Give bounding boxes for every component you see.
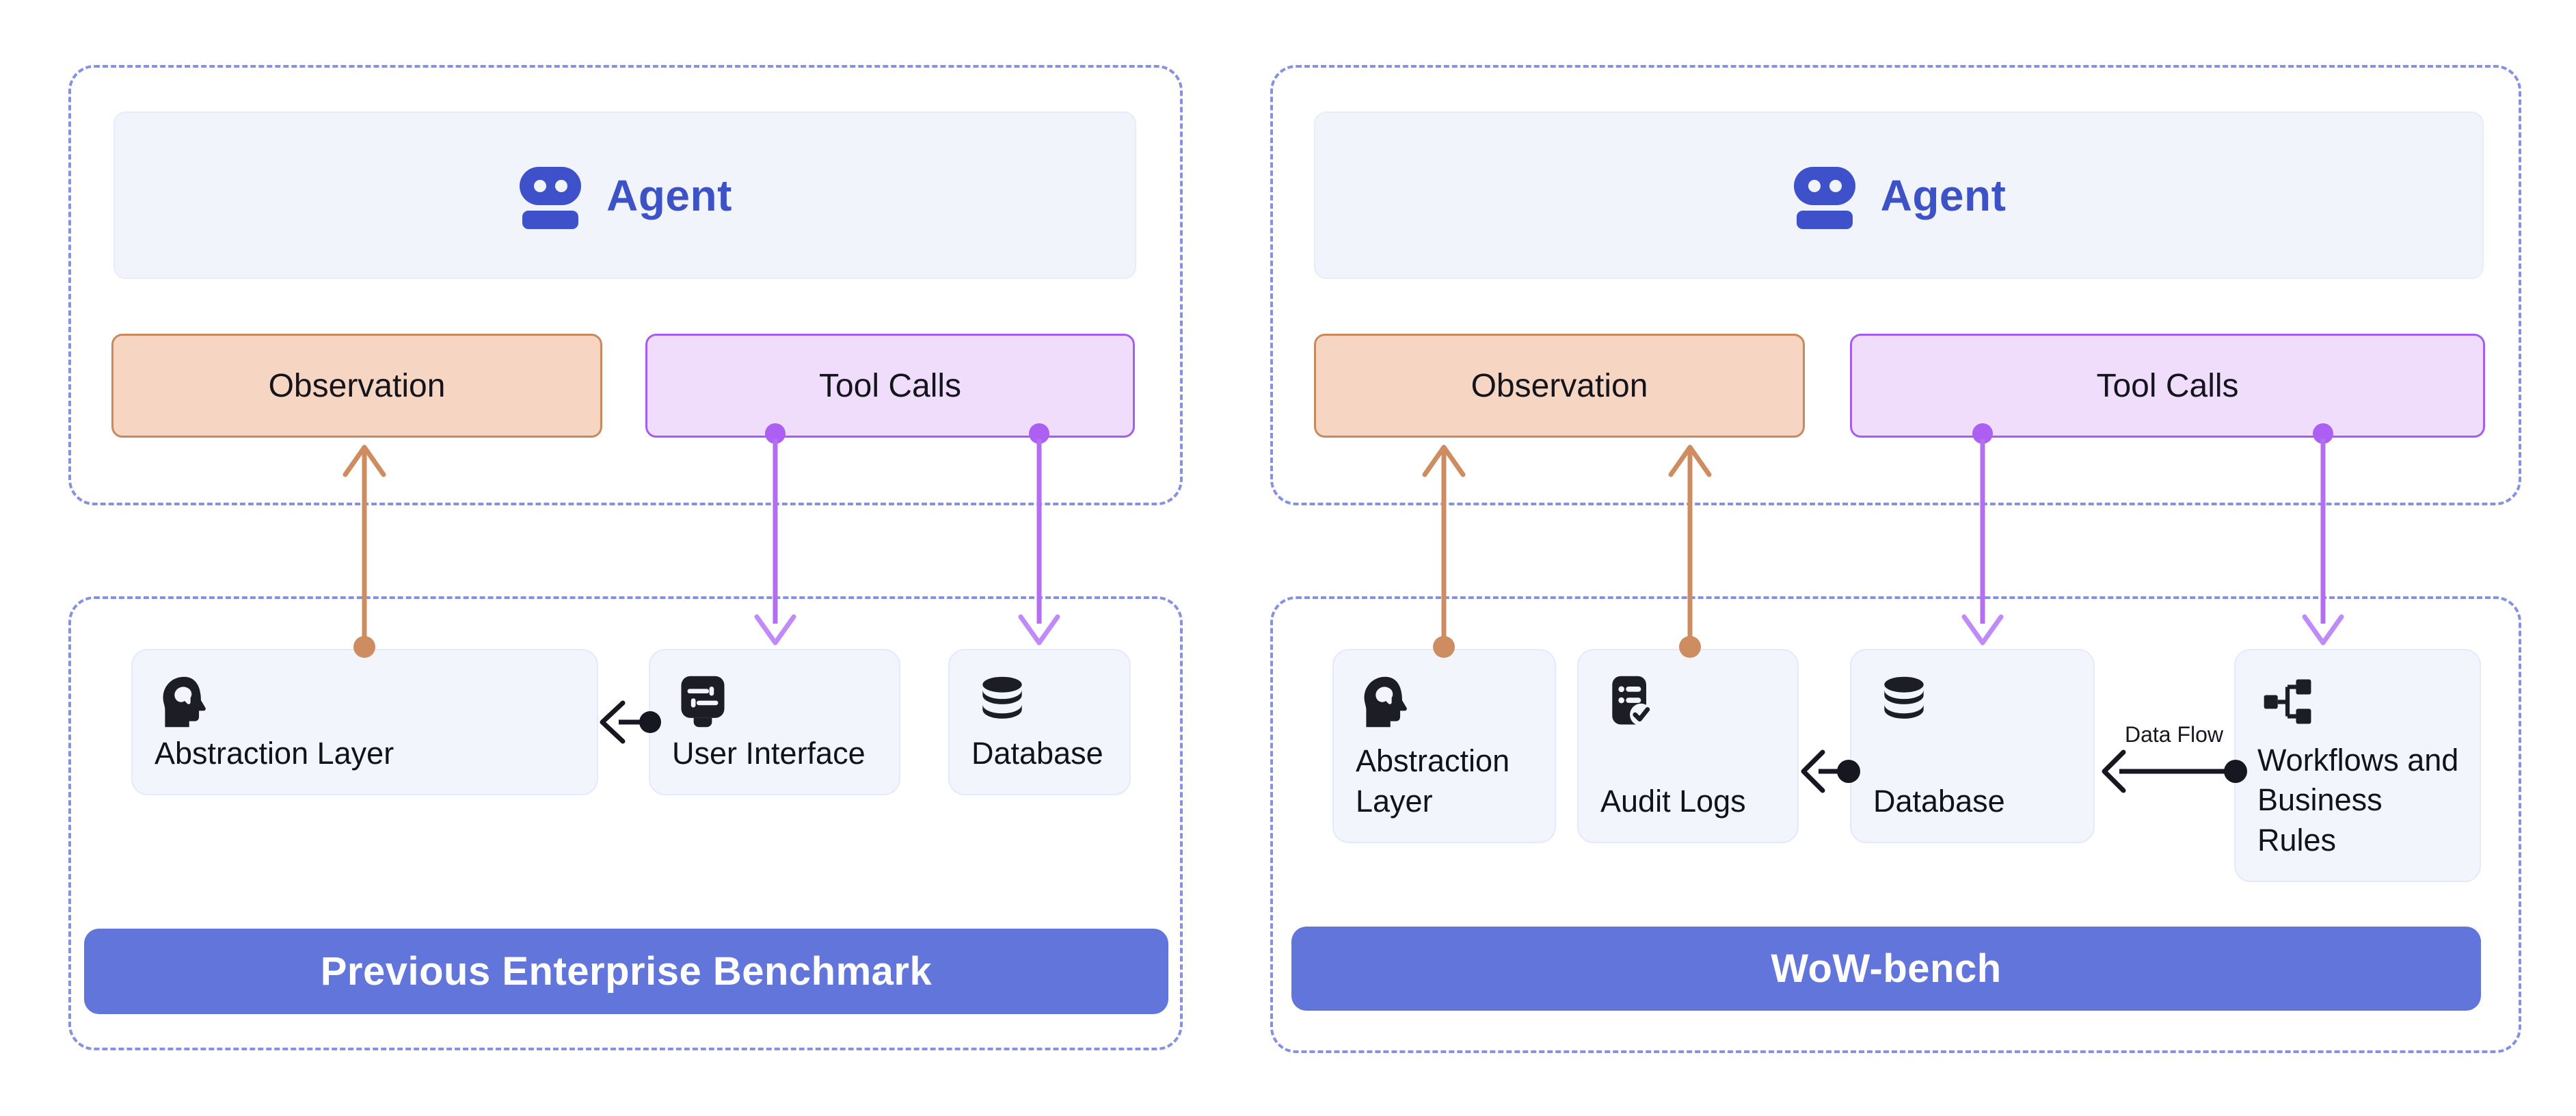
component-abstraction-layer-left: Abstraction Layer bbox=[131, 649, 598, 795]
observation-box-left: Observation bbox=[111, 334, 602, 438]
head-idea-icon bbox=[1357, 672, 1416, 731]
environment-panel-right bbox=[1270, 596, 2521, 1053]
component-label: Database bbox=[1873, 783, 2005, 819]
tool-calls-box-right: Tool Calls bbox=[1850, 334, 2485, 438]
environment-panel-left bbox=[68, 596, 1183, 1050]
caption-label: Previous Enterprise Benchmark bbox=[320, 949, 933, 994]
caption-wow-bench: WoW-bench bbox=[1291, 927, 2481, 1011]
component-label: Audit Logs bbox=[1600, 783, 1746, 819]
agent-label: Agent bbox=[606, 170, 732, 220]
component-label: Database bbox=[971, 735, 1103, 771]
head-idea-icon bbox=[156, 672, 215, 731]
tool-calls-label: Tool Calls bbox=[2096, 367, 2239, 404]
workflow-icon bbox=[2259, 672, 2318, 731]
component-label: User Interface bbox=[672, 735, 866, 771]
component-abstraction-layer-right: Abstraction Layer bbox=[1332, 649, 1556, 843]
observation-label: Observation bbox=[268, 367, 446, 404]
audit-logs-icon bbox=[1602, 672, 1661, 731]
database-icon bbox=[973, 672, 1032, 731]
observation-label: Observation bbox=[1471, 367, 1648, 404]
caption-label: WoW-bench bbox=[1771, 946, 2002, 991]
database-icon bbox=[1875, 672, 1933, 731]
component-label: Abstraction Layer bbox=[155, 735, 394, 771]
component-audit-logs: Audit Logs bbox=[1577, 649, 1799, 843]
agent-panel-left bbox=[68, 65, 1183, 505]
caption-previous-enterprise-benchmark: Previous Enterprise Benchmark bbox=[84, 929, 1168, 1014]
edge-label-data-flow: Data Flow bbox=[2124, 722, 2224, 747]
robot-icon bbox=[1793, 166, 1855, 229]
agent-box-left: Agent bbox=[113, 111, 1136, 279]
component-user-interface: User Interface bbox=[649, 649, 900, 795]
ui-sliders-icon bbox=[673, 672, 732, 731]
component-database-left: Database bbox=[948, 649, 1131, 795]
agent-label: Agent bbox=[1880, 170, 2007, 220]
robot-icon bbox=[520, 166, 582, 229]
component-workflows-business-rules: Workflows and Business Rules bbox=[2234, 649, 2481, 882]
tool-calls-box-left: Tool Calls bbox=[645, 334, 1135, 438]
component-label: Abstraction Layer bbox=[1356, 743, 1510, 819]
agent-box-right: Agent bbox=[1314, 111, 2484, 279]
tool-calls-label: Tool Calls bbox=[818, 367, 962, 404]
component-label: Workflows and Business Rules bbox=[2257, 742, 2459, 858]
agent-panel-right bbox=[1270, 65, 2521, 505]
observation-box-right: Observation bbox=[1314, 334, 1805, 438]
component-database-right: Database bbox=[1850, 649, 2095, 843]
